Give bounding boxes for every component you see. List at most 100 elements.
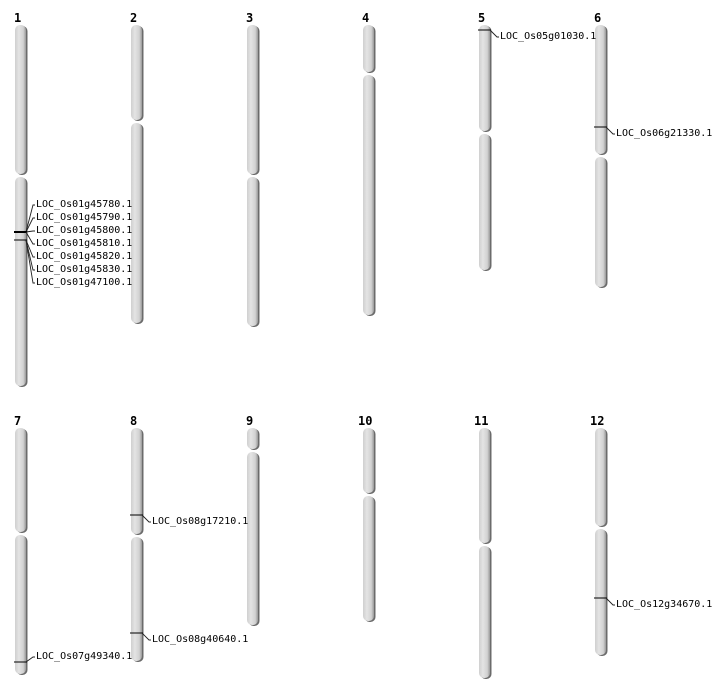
chromosome-7-q-arm [15, 535, 28, 675]
chromosome-8 [131, 428, 144, 662]
chromosome-label: 5 [478, 11, 486, 25]
chromosome-7-q-arm-body [15, 535, 26, 674]
gene-connector [25, 204, 35, 233]
chromosome-2-p-arm [131, 25, 144, 121]
gene-connector [25, 231, 35, 245]
gene-connector [141, 514, 151, 523]
chromosome-label: 2 [130, 11, 138, 25]
chromosome-6-q-arm [595, 157, 608, 288]
chromosome-2-q-arm [131, 123, 144, 324]
gene-label: LOC_Os06g21330.1 [616, 128, 712, 139]
gene-connector [605, 597, 615, 606]
chromosome-4 [363, 25, 376, 316]
chromosome-12-p-arm [595, 428, 608, 527]
chromosome-10 [363, 428, 376, 622]
chromosome-1-p-arm-body [15, 25, 26, 174]
chromosome-3-q-arm-body [247, 177, 258, 326]
gene-label: LOC_Os08g17210.1 [152, 516, 249, 527]
chromosome-4-q-arm-body [363, 75, 374, 315]
chromosome-9-q-arm [247, 452, 260, 626]
chromosome-6 [595, 25, 608, 288]
chromosome-1 [15, 25, 28, 387]
gene-connector [25, 239, 35, 284]
chromosome-label: 11 [474, 414, 489, 428]
chromosome-label: 12 [590, 414, 605, 428]
chromosome-1-q-arm [15, 177, 28, 387]
chromosome-10-p-arm [363, 428, 376, 494]
chromosome-8-p-arm-body [131, 428, 142, 534]
gene-connector [25, 656, 35, 663]
gene-connector [25, 239, 35, 258]
gene-label: LOC_Os01g45780.1 [36, 199, 133, 210]
gene-connector [25, 230, 35, 233]
chromosome-9 [247, 428, 260, 626]
chromosome-label: 10 [358, 414, 373, 428]
chromosome-5-p-arm-body [479, 25, 490, 131]
chromosome-11-p-arm-body [479, 428, 490, 543]
chromosome-label: 3 [246, 11, 254, 25]
gene-label: LOC_Os01g45830.1 [36, 264, 133, 275]
chromosome-4-p-arm-body [363, 25, 374, 72]
chromosome-3 [247, 25, 260, 327]
chromosome-3-p-arm [247, 25, 260, 175]
chromosome-7 [15, 428, 28, 675]
chromosome-label: 8 [130, 414, 138, 428]
chromosome-5-p-arm [479, 25, 492, 132]
gene-connector [25, 239, 35, 271]
chromosome-1-p-arm [15, 25, 28, 175]
chromosome-8-q-arm [131, 537, 144, 662]
gene-connector [489, 29, 499, 38]
chromosome-4-q-arm [363, 75, 376, 316]
gene-connector [25, 217, 35, 233]
gene-connector [605, 126, 615, 135]
gene-connector [141, 632, 151, 641]
gene-label: LOC_Os08g40640.1 [152, 634, 249, 645]
chromosome-5-q-arm [479, 134, 492, 271]
chromosome-5-q-arm-body [479, 134, 490, 270]
chromosome-1-q-arm-body [15, 177, 26, 386]
chromosome-label: 9 [246, 414, 254, 428]
chromosome-9-q-arm-body [247, 452, 258, 625]
gene-label: LOC_Os01g47100.1 [36, 277, 133, 288]
chromosome-9-p-arm-body [247, 428, 258, 449]
gene-label: LOC_Os05g01030.1 [500, 31, 597, 42]
chromosome-9-p-arm [247, 428, 260, 450]
chromosome-12-p-arm-body [595, 428, 606, 526]
chromosome-4-p-arm [363, 25, 376, 73]
chromosome-7-p-arm [15, 428, 28, 533]
chromosome-2-p-arm-body [131, 25, 142, 120]
gene-label: LOC_Os01g45820.1 [36, 251, 133, 262]
chromosome-8-p-arm [131, 428, 144, 535]
chromosome-10-q-arm [363, 496, 376, 622]
chromosome-5 [479, 25, 492, 271]
chromosome-10-p-arm-body [363, 428, 374, 493]
chromosome-3-q-arm [247, 177, 260, 327]
gene-label: LOC_Os01g45810.1 [36, 238, 133, 249]
chromosome-6-p-arm-body [595, 25, 606, 154]
chromosome-2-q-arm-body [131, 123, 142, 323]
chromosome-3-p-arm-body [247, 25, 258, 174]
chromosome-label: 6 [594, 11, 602, 25]
chromosome-8-q-arm-body [131, 537, 142, 661]
gene-label: LOC_Os07g49340.1 [36, 651, 133, 662]
chromosome-label: 1 [14, 11, 22, 25]
chromosome-7-p-arm-body [15, 428, 26, 532]
chromosome-2 [131, 25, 144, 324]
gene-label: LOC_Os01g45800.1 [36, 225, 133, 236]
chromosome-6-p-arm [595, 25, 608, 155]
gene-label: LOC_Os01g45790.1 [36, 212, 133, 223]
chromosome-10-q-arm-body [363, 496, 374, 621]
gene-label: LOC_Os12g34670.1 [616, 599, 712, 610]
chromosome-11-p-arm [479, 428, 492, 544]
chromosome-label: 7 [14, 414, 22, 428]
chromosome-12-q-arm-body [595, 529, 606, 655]
chromosome-6-q-arm-body [595, 157, 606, 287]
chromosome-12-q-arm [595, 529, 608, 656]
chromosome-label: 4 [362, 11, 370, 25]
chromosome-11 [479, 428, 492, 679]
chromosome-11-q-arm [479, 546, 492, 679]
chromosome-12 [595, 428, 608, 656]
chromosome-11-q-arm-body [479, 546, 490, 678]
